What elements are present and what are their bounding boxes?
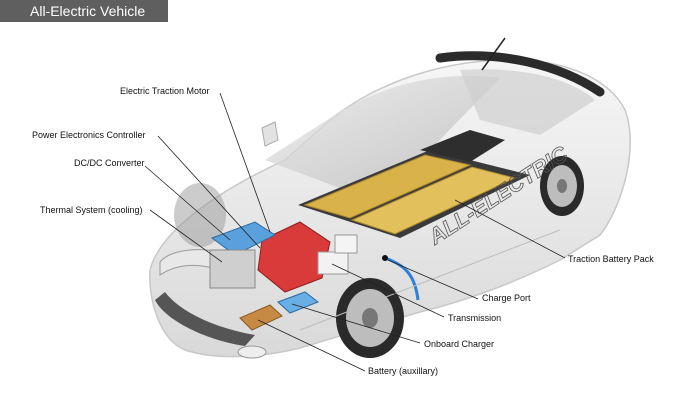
antenna bbox=[481, 37, 506, 71]
charger-box bbox=[334, 234, 358, 254]
front-wheel bbox=[336, 278, 404, 358]
label-dcdc-converter: DC/DC Converter bbox=[74, 158, 145, 168]
title-tab: All-Electric Vehicle bbox=[0, 0, 168, 22]
battery-rear-stack bbox=[420, 130, 505, 162]
battery-cells-1 bbox=[303, 154, 472, 219]
front-left-wheel-shadow bbox=[174, 183, 226, 247]
thermal-radiator bbox=[209, 249, 256, 289]
side-panel-line bbox=[299, 229, 561, 331]
aux-battery bbox=[239, 304, 283, 331]
label-traction-battery-pack: Traction Battery Pack bbox=[568, 254, 654, 264]
motor-unit bbox=[257, 221, 331, 293]
side-mirror bbox=[261, 121, 279, 147]
callout-lines bbox=[144, 92, 566, 372]
label-power-electronics-controller: Power Electronics Controller bbox=[32, 130, 146, 140]
label-transmission: Transmission bbox=[448, 313, 502, 323]
label-onboard-charger: Onboard Charger bbox=[424, 339, 495, 349]
label-electric-traction-motor: Electric Traction Motor bbox=[120, 86, 210, 96]
roof-strip bbox=[435, 51, 605, 97]
transmission-block bbox=[317, 251, 349, 275]
label-thermal-system: Thermal System (cooling) bbox=[40, 205, 143, 215]
charge-port-dot bbox=[382, 255, 388, 261]
rear-wheel bbox=[540, 156, 584, 216]
onboard-charger-plate bbox=[277, 291, 320, 314]
charge-cable bbox=[384, 256, 420, 301]
rear-window bbox=[460, 69, 595, 135]
battery-cells-2 bbox=[350, 166, 517, 235]
fog-light bbox=[237, 345, 267, 359]
windshield bbox=[265, 75, 500, 190]
label-battery-auxillary: Battery (auxillary) bbox=[368, 366, 439, 376]
label-charge-port: Charge Port bbox=[482, 293, 531, 303]
front-grille bbox=[155, 292, 255, 346]
